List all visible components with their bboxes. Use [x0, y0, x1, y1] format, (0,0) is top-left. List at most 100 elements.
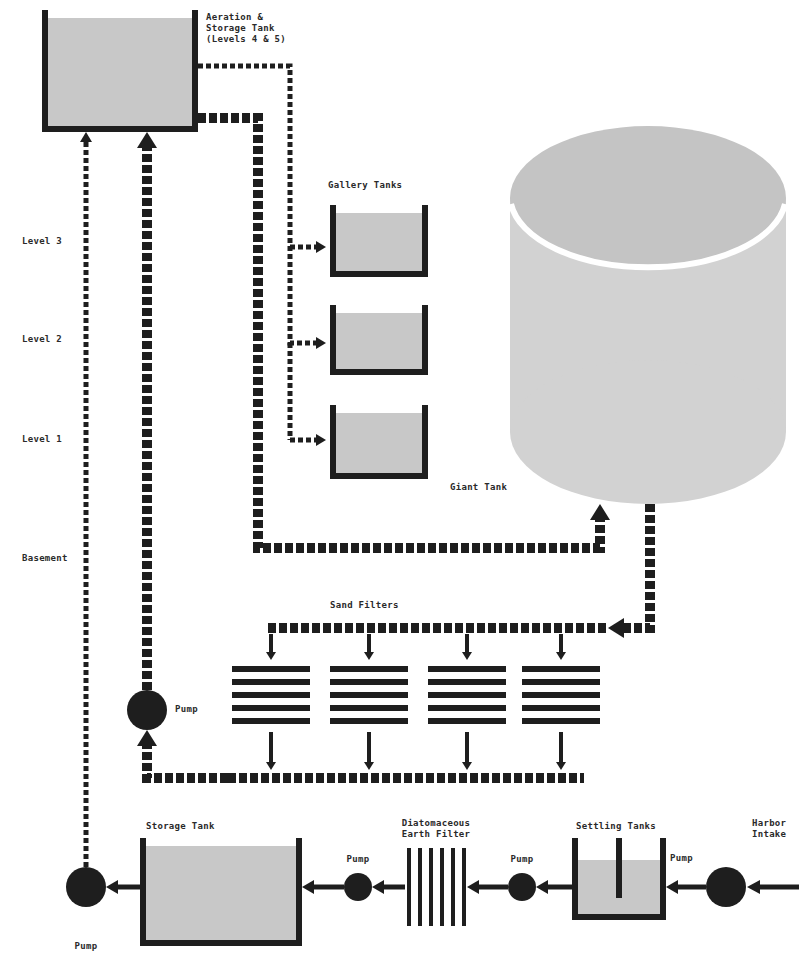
tank-top — [510, 126, 786, 270]
filter-bed — [428, 705, 506, 711]
pump-shape — [706, 867, 746, 907]
gallery-tanks-shape — [326, 180, 432, 482]
pump-symbol — [706, 867, 746, 907]
flow-pipe — [147, 745, 228, 778]
pump-node: Pump — [706, 867, 746, 907]
aeration-tank-shape — [42, 10, 198, 132]
baffle — [616, 838, 622, 898]
filter-plate — [451, 848, 455, 926]
level-label: Level 1 — [22, 434, 62, 445]
filter-bed — [330, 705, 408, 711]
sand-filters-label: Sand Filters — [330, 600, 399, 611]
header-pipe — [268, 623, 608, 633]
pump-shape — [344, 873, 372, 901]
giant-tank-shape — [510, 126, 786, 504]
settling-tanks-node: Settling Tanks — [572, 838, 666, 920]
pump-node: Pump — [66, 867, 106, 907]
level-label: Level 2 — [22, 334, 62, 345]
flow-connector — [106, 880, 140, 894]
flow-connector — [467, 880, 508, 894]
filter-bed — [522, 692, 600, 698]
drain-arrow — [269, 732, 273, 763]
tank-wall — [45, 10, 195, 129]
pump-symbol — [66, 867, 106, 907]
pump-label: Pump — [347, 854, 370, 865]
gallery-tanks-label: Gallery Tanks — [328, 180, 402, 191]
flow-connector — [608, 504, 650, 638]
filter-bed — [232, 692, 310, 698]
arrow-head — [137, 132, 157, 148]
de-filter-label: Diatomaceous Earth Filter — [400, 818, 472, 840]
settling-tanks-label: Settling Tanks — [576, 821, 656, 832]
filter-bed — [330, 692, 408, 698]
arrow-head — [536, 880, 548, 894]
filter-plate — [440, 848, 444, 926]
arrow-head — [372, 880, 384, 894]
filter-bed — [232, 679, 310, 685]
drain-arrow — [367, 732, 371, 763]
flow-connector — [137, 132, 157, 690]
feed-arrow — [559, 634, 563, 653]
tank-wall — [333, 305, 425, 372]
aeration-tank-label: Aeration & Storage Tank (Levels 4 & 5) — [206, 12, 288, 45]
pump-shape — [66, 867, 106, 907]
water — [336, 313, 422, 369]
filter-bed — [522, 718, 600, 724]
arrow-head — [80, 132, 92, 142]
flow-connector — [80, 132, 92, 867]
collector-pipe — [228, 773, 584, 783]
gallery-bus — [288, 343, 293, 440]
filter-bed — [428, 718, 506, 724]
tank-bottom — [510, 360, 786, 504]
arrow-head — [590, 504, 610, 520]
arrow-head — [556, 762, 566, 770]
arrow-head — [747, 880, 760, 894]
flow-pipe — [547, 885, 572, 890]
arrow-head — [137, 730, 157, 746]
pump-node: Pump — [127, 690, 167, 730]
flow-pipe — [117, 885, 140, 890]
filter-bed — [232, 718, 310, 724]
filter-plate — [418, 848, 422, 926]
arrow-head — [266, 762, 276, 770]
aeration-tank-node: Aeration & Storage Tank (Levels 4 & 5) — [42, 10, 198, 132]
arrow-head — [316, 241, 326, 253]
filter-plate — [407, 848, 411, 926]
arrow-head — [666, 880, 678, 894]
water — [146, 846, 296, 940]
pump-shape — [508, 873, 536, 901]
flow-connector — [372, 880, 405, 894]
gallery-tanks-node: Gallery Tanks — [326, 180, 432, 482]
arrow-head — [316, 337, 326, 349]
level-label: Basement — [22, 553, 68, 564]
pump-symbol — [344, 873, 372, 901]
filter-bed — [330, 666, 408, 672]
feed-arrow — [269, 634, 273, 653]
water — [48, 18, 192, 126]
filter-bed — [428, 666, 506, 672]
arrow-head — [462, 762, 472, 770]
tank-wall — [575, 838, 663, 917]
pump-label: Pump — [175, 704, 198, 715]
flow-pipe — [84, 141, 89, 867]
gallery-branch — [290, 245, 318, 250]
arrow-head — [364, 652, 374, 660]
filter-bed — [428, 679, 506, 685]
settling-tanks-shape — [572, 838, 666, 920]
arrow-head — [462, 652, 472, 660]
tank-wall — [333, 205, 425, 274]
feed-arrow — [367, 634, 371, 653]
giant-tank-label: Giant Tank — [450, 482, 507, 493]
sand-filters-node: Sand Filters — [228, 598, 608, 786]
filter-plate — [462, 848, 466, 926]
giant-tank-node: Giant Tank — [510, 126, 786, 504]
arrow-head — [106, 880, 118, 894]
drain-arrow — [465, 732, 469, 763]
pump-node: Pump — [344, 873, 372, 901]
flow-connector — [536, 880, 572, 894]
de-filter-node: Diatomaceous Earth Filter — [405, 848, 467, 926]
flow-pipe — [623, 504, 650, 628]
arrow-head — [364, 762, 374, 770]
arrow-head — [467, 880, 479, 894]
filter-bed — [232, 666, 310, 672]
